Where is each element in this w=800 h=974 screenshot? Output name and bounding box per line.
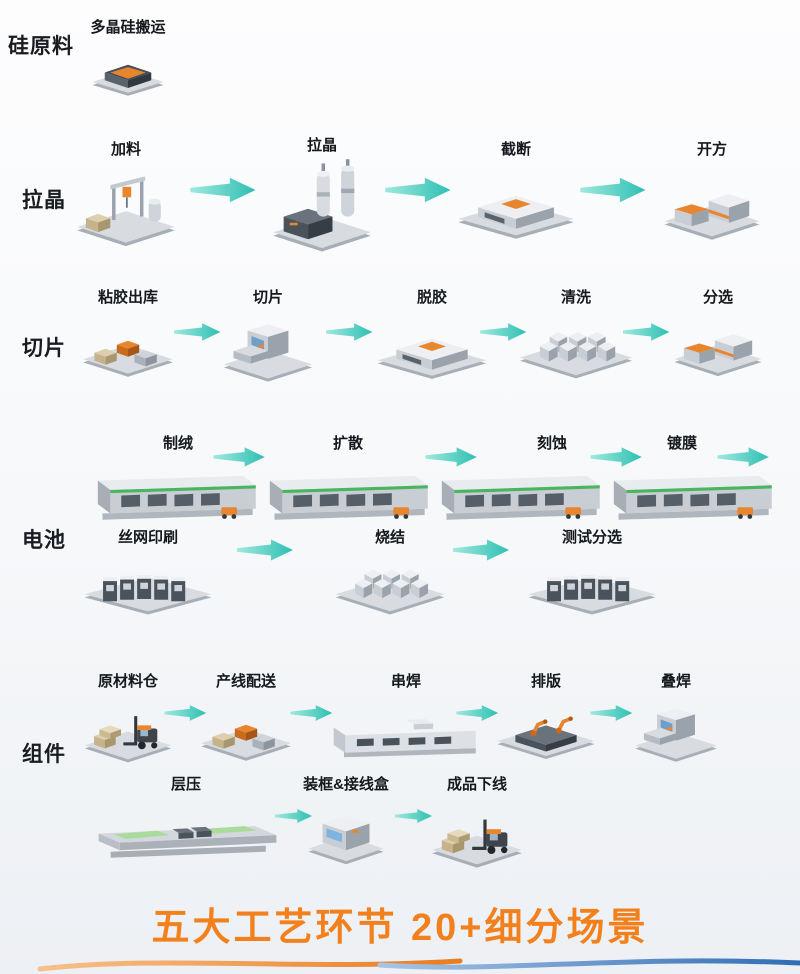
flow-arrow-icon — [586, 446, 648, 468]
flow-arrow-icon — [289, 704, 335, 722]
feeding-gantry-icon — [65, 162, 187, 250]
station-label: 串焊 — [390, 673, 421, 690]
station-label: 层压 — [170, 776, 201, 793]
stack-welding-machine-icon — [625, 694, 727, 766]
section-label-crystal-pulling: 拉晶 — [22, 189, 66, 212]
station-lamination: 层压 — [87, 773, 285, 863]
flow-arrow-icon — [209, 446, 271, 468]
station-screen-printing: 丝网印刷 — [73, 526, 223, 616]
lamination-table-icon — [87, 799, 285, 863]
flow-arrow-icon — [446, 538, 518, 562]
flow-arrow-icon — [230, 538, 302, 562]
station-raw-material-warehouse: 原材料仓 — [74, 670, 182, 766]
station-label: 拉晶 — [306, 137, 337, 154]
station-cleaning: 清洗 — [511, 286, 641, 380]
station-label: 清洗 — [560, 289, 591, 306]
cleaning-tanks-icon — [511, 316, 641, 380]
station-label: 分选 — [702, 289, 733, 306]
station-label: 加料 — [110, 141, 141, 158]
section-label-module: 组件 — [22, 743, 66, 766]
flow-arrow-icon — [326, 322, 374, 342]
flow-arrow-icon — [713, 446, 775, 468]
glue-outbound-carts-icon — [71, 316, 186, 380]
diffusion-line-icon — [262, 452, 434, 528]
station-etching: 刻蚀 — [537, 432, 567, 456]
test-sorting-cabinets-icon — [515, 554, 670, 616]
station-line-delivery: 产线配送 — [190, 670, 302, 764]
flow-arrow-icon — [421, 446, 483, 468]
station-label: 截断 — [500, 141, 531, 158]
wafer-sorting-machine-icon — [659, 314, 777, 380]
flow-arrow-icon — [589, 704, 635, 722]
station-label: 测试分选 — [561, 529, 622, 546]
station-finished-product-offline: 成品下线 — [421, 773, 533, 871]
station-label: 装框&接线盒 — [303, 776, 389, 793]
station-diffusion: 扩散 — [333, 432, 363, 456]
station-squaring: 开方 — [651, 138, 773, 244]
screen-printing-machine-icon — [73, 554, 223, 616]
flow-arrow-icon — [163, 704, 209, 722]
station-feeding: 加料 — [65, 138, 187, 250]
sintering-furnace-icon — [320, 554, 460, 616]
station-label: 镀膜 — [666, 435, 698, 452]
station-label: 叠焊 — [660, 673, 691, 690]
flow-arrow-icon — [383, 176, 455, 204]
station-sintering: 烧结 — [320, 526, 460, 616]
station-label: 刻蚀 — [536, 435, 568, 452]
page-title: 五大工艺环节 20+细分场景 — [151, 907, 649, 949]
flow-arrow-icon — [578, 176, 650, 204]
station-cutting: 截断 — [444, 138, 589, 242]
flow-arrow-icon — [480, 322, 528, 342]
section-label-silicon-raw-material: 硅原料 — [8, 35, 74, 58]
station-label: 原材料仓 — [97, 673, 158, 690]
station-label: 丝网印刷 — [117, 529, 178, 546]
station-label: 开方 — [696, 141, 727, 158]
station-string-welding: 串焊 — [329, 670, 484, 762]
station-layup: 排版 — [490, 670, 602, 764]
station-crystal-pulling: 拉晶 — [261, 134, 383, 256]
cutting-machine-icon — [444, 176, 589, 242]
station-framing-junction-box: 装框&接线盒 — [298, 773, 394, 869]
station-label: 排版 — [530, 673, 561, 690]
slicing-machine-icon — [213, 310, 323, 385]
station-coating: 镀膜 — [667, 432, 697, 456]
station-label: 烧结 — [374, 529, 405, 546]
station-label: 切片 — [252, 289, 283, 306]
station-wafer-sorting: 分选 — [659, 286, 777, 380]
flow-arrow-icon — [393, 808, 435, 824]
crystal-pulling-furnace-icon — [261, 158, 383, 256]
station-label: 扩散 — [332, 435, 364, 452]
layup-robot-icon — [490, 698, 602, 764]
station-glue-outbound: 粘胶出库 — [71, 286, 186, 380]
flow-arrow-icon — [455, 704, 501, 722]
station-label: 产线配送 — [215, 673, 276, 690]
station-label: 多晶硅搬运 — [90, 19, 166, 36]
station-label: 脱胶 — [416, 289, 447, 306]
flow-arrow-icon — [174, 322, 222, 342]
station-label: 制绒 — [162, 435, 194, 452]
station-texturing: 制绒 — [163, 432, 193, 456]
flow-arrow-icon — [623, 322, 671, 342]
polysilicon-transfer-cart-icon — [71, 40, 186, 102]
station-label: 成品下线 — [446, 776, 507, 793]
squaring-machine-icon — [651, 172, 773, 244]
station-degumming: 脱胶 — [357, 286, 507, 382]
flow-arrow-icon — [273, 808, 315, 824]
station-label: 粘胶出库 — [97, 289, 158, 306]
station-polysilicon-transfer: 多晶硅搬运 — [71, 16, 186, 102]
station-slicing: 切片 — [213, 286, 323, 385]
bottom-wave-decoration — [37, 958, 800, 972]
finished-product-offline-forklift-icon — [421, 797, 533, 871]
station-stack-welding: 叠焊 — [625, 670, 727, 766]
flow-arrow-icon — [188, 176, 260, 204]
section-label-cell: 电池 — [22, 529, 66, 552]
section-label-slicing: 切片 — [22, 337, 66, 360]
station-test-sorting: 测试分选 — [515, 526, 670, 616]
